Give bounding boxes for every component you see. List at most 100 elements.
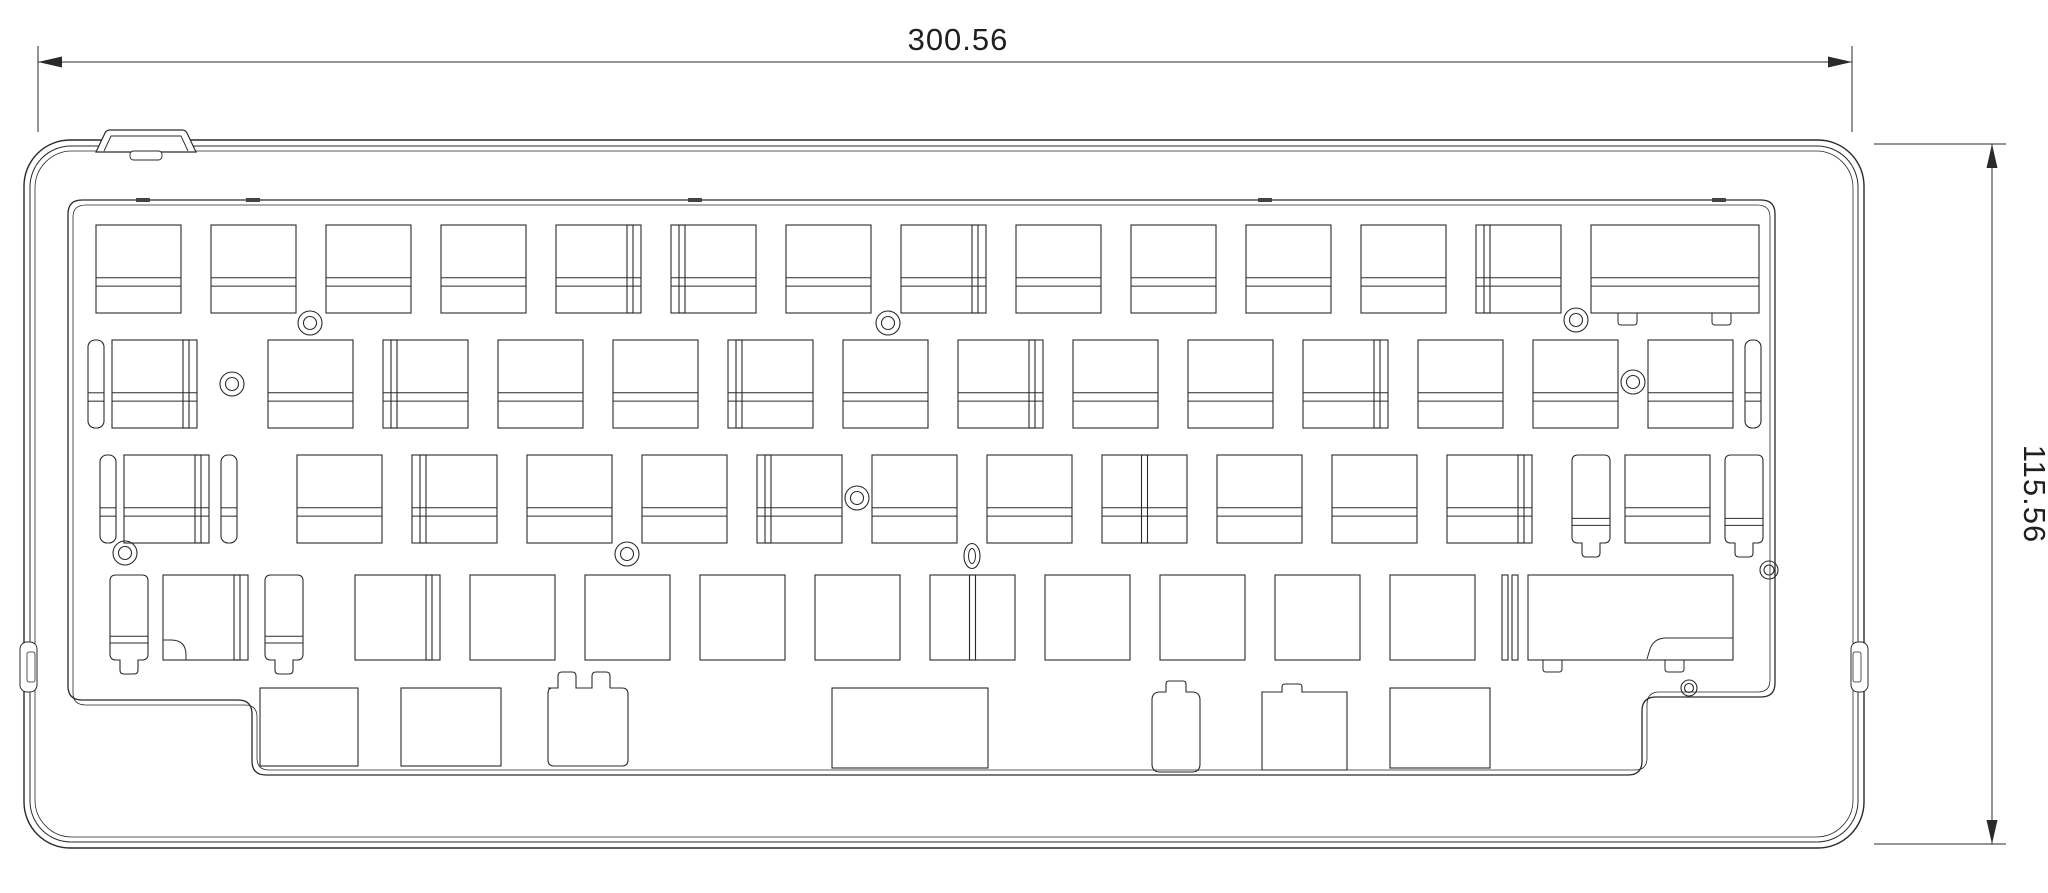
switch-cutout (986, 454, 1073, 544)
switch-cutout (1475, 224, 1562, 314)
screw-hole-inner (1763, 564, 1775, 576)
edge-mark (1712, 198, 1726, 202)
screw-hole-inner (619, 546, 635, 562)
switch-cutout (831, 687, 989, 769)
switch-cutout (526, 454, 613, 544)
screw-hole-inner (1625, 374, 1641, 390)
cutout-relief-slot (735, 339, 743, 429)
screw-hole (1620, 369, 1646, 395)
plate-edge-marks (136, 198, 1726, 202)
switch-cutout (612, 339, 699, 429)
switch-cutout (1072, 339, 1159, 429)
cutout-relief-slot (764, 454, 772, 544)
switch-cutout (400, 687, 502, 767)
cutout-relief-slot (1517, 454, 1525, 544)
switch-cutout (1360, 224, 1447, 314)
tabbed-cutout (1261, 683, 1348, 771)
plate-outer-edge (67, 199, 1776, 776)
switch-cutout (727, 339, 814, 429)
switch-cutout (756, 454, 843, 544)
screw-hole (297, 310, 323, 336)
stabilizer-notch (1617, 313, 1638, 326)
screw-hole-inner (117, 545, 133, 561)
cutout-relief-slot (182, 339, 190, 429)
switch-cutout (1101, 454, 1188, 544)
screw-hole-inner (1568, 312, 1584, 328)
switch-cutout (162, 574, 249, 661)
screw-hole (219, 371, 245, 397)
usb-connector (95, 129, 197, 161)
narrow-relief-slot (1501, 574, 1509, 661)
stabilizer-cutout (1571, 454, 1611, 558)
switch-cutout (1044, 574, 1131, 661)
switch-cutout (1417, 339, 1504, 429)
switch-cutout (1274, 574, 1361, 661)
usb-connector-tab (129, 150, 163, 161)
switch-cutout (670, 224, 757, 314)
narrow-relief-slot (1744, 339, 1762, 429)
spacebar-stabilizer-housing (547, 671, 629, 767)
screw-hole (112, 540, 138, 566)
cutout-corner-step (1646, 637, 1733, 660)
switch-cutout (1245, 224, 1332, 314)
switch-cutout (1302, 339, 1389, 429)
cutout-relief-slot (425, 574, 433, 661)
right-side-clip-inner (1852, 651, 1862, 683)
slotted-hole (963, 542, 981, 570)
switch-cutout (814, 574, 901, 661)
left-side-clip-inner (26, 651, 36, 683)
case-side-clips (19, 641, 1869, 693)
switch-cutout (641, 454, 728, 544)
plate-inner-edge (72, 204, 1771, 771)
switch-cutout (1532, 339, 1619, 429)
case-inner-edge (34, 150, 1854, 838)
stabilizer-cutout (264, 574, 304, 675)
cutout-relief-slot (1140, 454, 1149, 544)
screw-hole (1563, 307, 1589, 333)
arrowhead-left (38, 56, 62, 68)
screw-hole (1680, 679, 1698, 697)
switch-cutout (296, 454, 383, 544)
usb-connector-inner-line (103, 135, 189, 152)
width-dimension: 300.56 (37, 22, 1853, 132)
switch-cutout (1130, 224, 1217, 314)
switch-cutout (1446, 454, 1533, 544)
height-dimension-label: 115.56 (2017, 445, 2048, 544)
case-outline (23, 139, 1865, 849)
screw-hole-inner (849, 490, 865, 506)
edge-mark (246, 198, 260, 202)
narrow-relief-slot (220, 454, 238, 544)
cutout-relief-slot (678, 224, 686, 314)
cutout-relief-slot (1483, 224, 1491, 314)
case-outer-edge (23, 139, 1865, 849)
switch-cutout (871, 454, 958, 544)
switch-cutout (123, 454, 210, 544)
cutout-relief-slot (233, 574, 241, 661)
case-middle-edge (29, 145, 1859, 843)
switch-cutout (1389, 574, 1476, 661)
switch-cutout (900, 224, 987, 314)
stabilizer-notch (1542, 660, 1563, 673)
switch-cutout (259, 687, 359, 767)
edge-mark (688, 198, 702, 202)
width-dimension-label: 300.56 (908, 22, 1009, 57)
cutout-relief-slot (194, 454, 202, 544)
arrowhead-bottom (1986, 820, 1998, 844)
stabilizer-notch (1664, 660, 1685, 673)
switch-cutout (111, 339, 198, 429)
switch-cutout (1590, 224, 1760, 314)
switch-cutout (1331, 454, 1418, 544)
switch-cutout (210, 224, 297, 314)
switch-cutout (929, 574, 1016, 661)
stabilizer-cutout (1724, 454, 1764, 558)
screw-hole (875, 310, 901, 336)
screw-hole (1759, 560, 1779, 580)
switch-cutout (354, 574, 441, 661)
switch-cutout (1624, 454, 1711, 544)
switch-cutout (267, 339, 354, 429)
switch-cutout (1187, 339, 1274, 429)
cutout-relief-slot (390, 339, 398, 429)
switch-cutout (1527, 574, 1734, 661)
switch-cutout (1216, 454, 1303, 544)
